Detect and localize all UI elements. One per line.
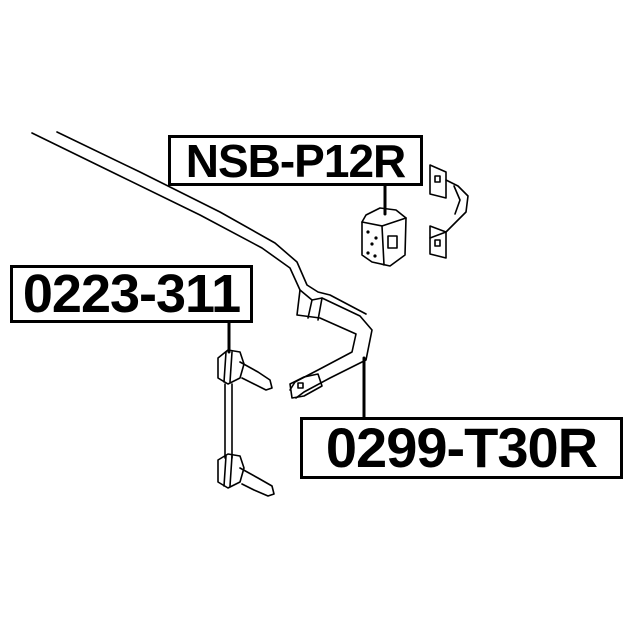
stabilizer-bar-drawing [31,131,373,399]
part-label-bushing[interactable]: NSB-P12R [168,135,423,186]
bracket-drawing [429,164,469,259]
bushing-drawing [361,207,407,267]
part-label-link[interactable]: 0223-311 [10,265,253,323]
part-label-bar[interactable]: 0299-T30R [300,417,623,479]
stabilizer-link-drawing [217,349,275,497]
leader-lines [227,184,387,419]
